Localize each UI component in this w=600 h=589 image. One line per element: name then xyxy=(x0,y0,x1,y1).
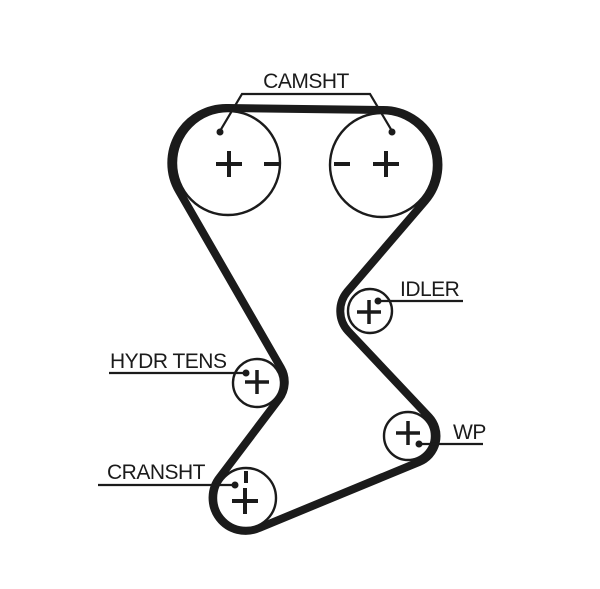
plus-mark-idler xyxy=(357,300,381,324)
wp-label: WP xyxy=(453,421,486,444)
crankshaft-leader-dot xyxy=(231,481,239,489)
cransht-label: CRANSHT xyxy=(107,461,206,484)
camshaft-bracket xyxy=(219,92,393,132)
plus-mark-water-pump xyxy=(396,421,420,445)
hydr-tens-label: HYDR TENS xyxy=(110,350,227,373)
camshaft-label: CAMSHT xyxy=(263,70,349,93)
timing-belt xyxy=(167,103,443,535)
plus-mark-crankshaft xyxy=(232,488,258,514)
idler-label: IDLER xyxy=(400,278,460,301)
plus-mark-camshaft-right xyxy=(373,151,399,177)
water-pump-leader-dot xyxy=(415,440,423,448)
tensioner-leader-dot xyxy=(242,369,250,377)
plus-mark-camshaft-left xyxy=(216,151,242,177)
idler-leader-dot xyxy=(374,297,382,305)
camshaft-left-leader-dot xyxy=(216,128,224,136)
plus-mark-tensioner xyxy=(245,370,269,394)
camshaft-right-leader-dot xyxy=(388,128,396,136)
